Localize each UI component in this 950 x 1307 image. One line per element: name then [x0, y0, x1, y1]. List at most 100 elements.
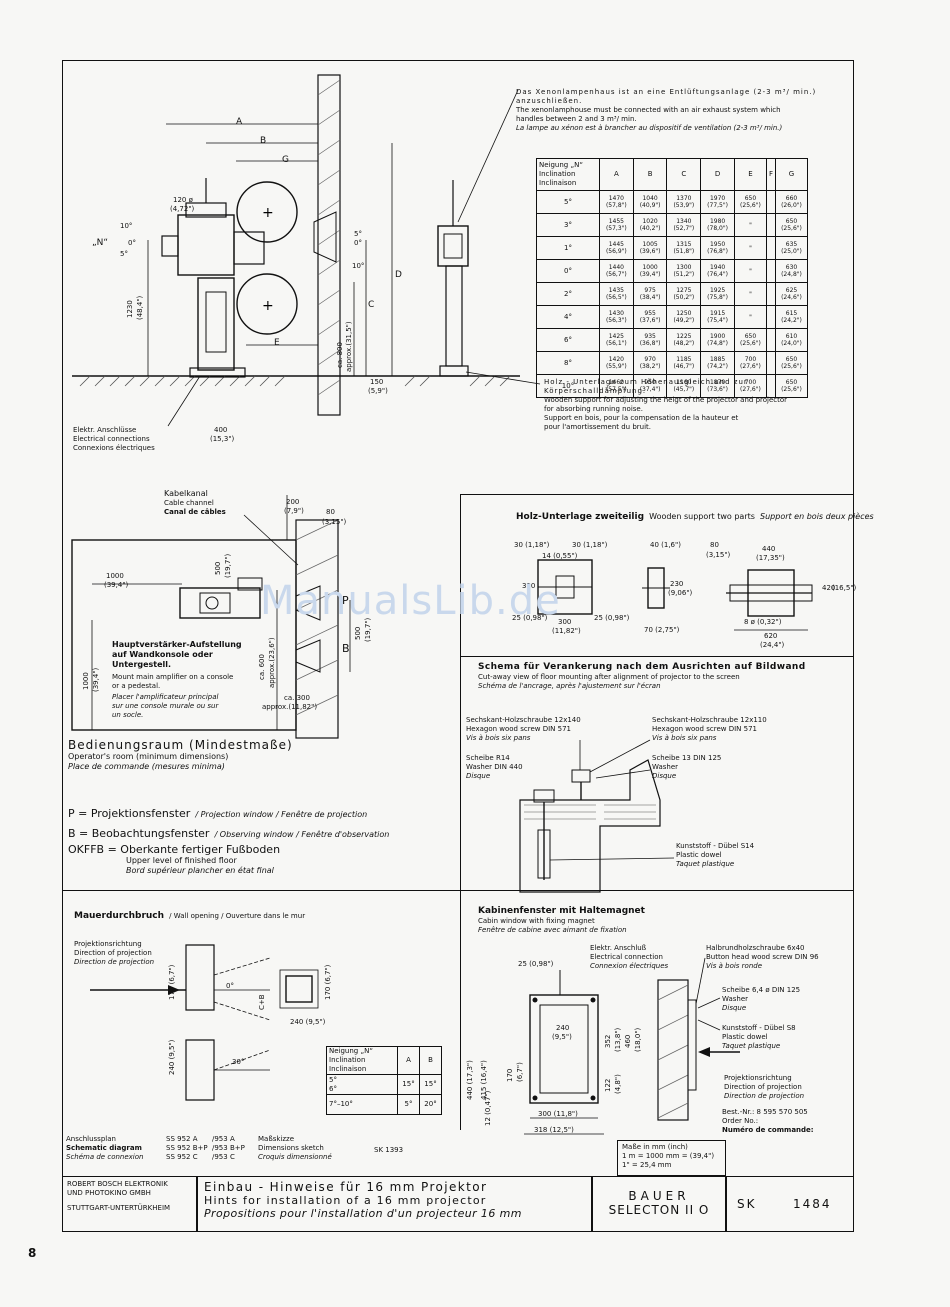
cabin-dim: 318 (12,5") — [534, 1126, 574, 1134]
inclination-row: 3°1455 (57,3")1020 (40,2")1340 (52,7")19… — [536, 213, 809, 237]
inclination-angle: 8° — [536, 351, 600, 375]
anchoring-title: Schema für Verankerung nach dem Ausricht… — [478, 662, 850, 691]
dim-e: E — [274, 338, 280, 348]
plan-row-sketch: Croquis dimensionné — [258, 1153, 332, 1161]
inclination-cell-e: 650 (25,6") — [733, 328, 767, 352]
inclination-cell-g: 650 (25,6") — [774, 351, 809, 375]
okffb-fr: Bord supérieur plancher en état final — [126, 866, 274, 875]
inclination-cell-g: 630 (24,8") — [774, 259, 809, 283]
screw-right-de: Sechskant-Holzschraube 12x110 — [652, 716, 767, 724]
col-g: G — [774, 158, 809, 191]
exhaust-note: Das Xenonlampenhaus ist an eine Entlüftu… — [516, 88, 836, 133]
ws-dim: 420 — [822, 584, 836, 592]
installation-title-en: Hints for installation of a 16 mm projec… — [204, 1194, 487, 1207]
okffb-en: Upper level of finished floor — [126, 856, 237, 865]
cable-channel-label: Kabelkanal Cable channel Canal de câbles — [164, 489, 226, 517]
wall-proj-dir-de: Projektionsrichtung — [74, 940, 142, 948]
dim-300: ca. 300 — [284, 694, 310, 702]
company-box: ROBERT BOSCH ELEKTRONIK UND PHOTOKINO GM… — [62, 1176, 197, 1232]
angle-r0: 0° — [354, 239, 362, 247]
dim-g: G — [282, 155, 289, 165]
inclination-row: 8°1420 (55,9")970 (38,2")1185 (46,7")188… — [536, 351, 809, 375]
plan-row-ss: SS 952 C — [166, 1153, 198, 1161]
washer-right-de: Scheibe 13 DIN 125 — [652, 754, 722, 762]
ws-dim: 620 — [764, 632, 778, 640]
amp-de-1: Hauptverstärker-Aufstellung — [112, 640, 242, 649]
inclination-cell-b: 1005 (39,6") — [632, 236, 668, 260]
inclination-cell-d: 1970 (77,5") — [700, 190, 735, 214]
ws-dim: 30 (1,18") — [572, 541, 608, 549]
cabin-title-en: Cabin window with fixing magnet — [478, 917, 595, 925]
ws-dim: (17,35") — [756, 554, 785, 562]
cabin-proj-direction: Projektionsrichtung Direction of project… — [724, 1074, 804, 1101]
inclination-row: 10°1460 (57,5")950 (37,4")1160 (45,7")18… — [536, 374, 809, 398]
amp-en-2: or a pedestal. — [112, 682, 161, 690]
ws-title-en: Wooden support two parts — [649, 512, 755, 521]
divider — [62, 890, 854, 891]
inclination-cell-a: 1420 (55,9") — [599, 351, 634, 375]
inclination-cell-c: 1185 (46,7") — [666, 351, 702, 375]
order-fr: Numéro de commande: — [722, 1126, 814, 1134]
inclination-cell-d: 1925 (75,8") — [700, 282, 735, 306]
holz-fr-2: pour l'amortissement du bruit. — [544, 423, 652, 431]
wall-opening-title-de: Mauerdurchbruch — [74, 911, 165, 921]
table-header-cell: Neigung „N“ Inclination Inclinaison — [536, 158, 600, 191]
cabin-washer: Scheibe 6,4 ø DIN 125 Washer Disque — [722, 986, 800, 1013]
electrical-connections-note: Elektr. Anschlüsse Electrical connection… — [73, 426, 155, 453]
wall-row-b: 20° — [419, 1094, 442, 1115]
inclination-row: 1°1445 (56,9")1005 (39,6")1315 (51,8")19… — [536, 236, 809, 260]
dim-400: 400 — [214, 426, 228, 434]
operator-room-title-en: Operator's room (minimum dimensions) — [68, 752, 229, 761]
anchor-screw-left: Sechskant-Holzschraube 12x140 Hexagon wo… — [466, 716, 581, 743]
inclination-cell-g: 625 (24,6") — [774, 282, 809, 306]
cabin-dim: 25 (0,98") — [518, 960, 554, 968]
ws-dim: 300 — [558, 618, 572, 626]
inclination-cell-b: 1040 (40,9") — [632, 190, 668, 214]
divider — [460, 494, 461, 890]
dim-400-in: (15,3") — [210, 435, 235, 443]
ws-dim: 14 (0,55") — [542, 552, 578, 560]
dim-1000h: 1000 — [106, 572, 124, 580]
units-de: Maße in mm (inch) — [622, 1143, 688, 1151]
plan-row: Schéma de connexion SS 952 C /953 C Croq… — [66, 1153, 376, 1162]
exhaust-en-2: handles between 2 and 3 m³/ min. — [516, 115, 637, 123]
cabin-screw-de: Halbrundholzschraube 6x40 — [706, 944, 805, 952]
anchor-washer-left: Scheibe R14 Washer DIN 440 Disque — [466, 754, 523, 781]
divider — [460, 890, 461, 1130]
cabin-dim: (9,5") — [552, 1033, 572, 1041]
brand-name: BAUER — [628, 1189, 690, 1203]
hdr-inclination: Inclination — [539, 170, 576, 178]
wooden-support-title: Holz-Unterlage zweiteilig Wooden support… — [516, 504, 874, 523]
holz-de-1: Holz - Unterlage zum Höhenausgleich und … — [544, 378, 748, 386]
plan-row-ss: SS 952 A — [166, 1135, 198, 1143]
anchor-screw-right: Sechskant-Holzschraube 12x110 Hexagon wo… — [652, 716, 767, 743]
wall-table-header: Neigung „N“ Inclination Inclinaison — [326, 1046, 398, 1075]
order-en: Order No.: — [722, 1117, 759, 1125]
product-box: BAUER SELECTON II O — [592, 1176, 726, 1232]
cabin-dowel-en: Plastic dowel — [722, 1033, 768, 1041]
wall-hdr-inclinaison: Inclinaison — [329, 1065, 367, 1073]
company-line-2: UND PHOTOKINO GMBH — [67, 1189, 151, 1197]
inclination-cell-g: 650 (25,6") — [774, 213, 809, 237]
cabin-washer-en: Washer — [722, 995, 749, 1003]
inclination-row: 0°1440 (56,7")1000 (39,4")1300 (51,2")19… — [536, 259, 809, 283]
ws-dim: (3,15") — [706, 551, 731, 559]
installation-title-box: Einbau - Hinweise für 16 mm Projektor Hi… — [197, 1176, 592, 1232]
ws-dim: 440 — [762, 545, 776, 553]
okffb-definition: OKFFB = Oberkante fertiger Fußboden Uppe… — [68, 843, 280, 876]
ws-dim: 330 — [522, 582, 536, 590]
wall-inclination-table: Neigung „N“ Inclination Inclinaison A B … — [326, 1046, 442, 1115]
ws-dim: 8 ø (0,32") — [744, 618, 782, 626]
p-definition: P = Projektionsfenster / Projection wind… — [68, 802, 367, 821]
ws-dim: (11,82") — [552, 627, 581, 635]
company-line-3: STUTTGART-UNTERTÜRKHEIM — [67, 1204, 171, 1212]
dim-300-in: approx.(11,82") — [262, 703, 318, 711]
amplifier-note: Hauptverstärker-Aufstellung auf Wandkons… — [112, 640, 252, 720]
dim-120-in: (4,72") — [170, 205, 195, 213]
washer-right-en: Washer — [652, 763, 679, 771]
cabin-dim: (4,8") — [614, 1074, 622, 1094]
anchoring-title-en: Cut-away view of floor mounting after al… — [478, 673, 740, 681]
